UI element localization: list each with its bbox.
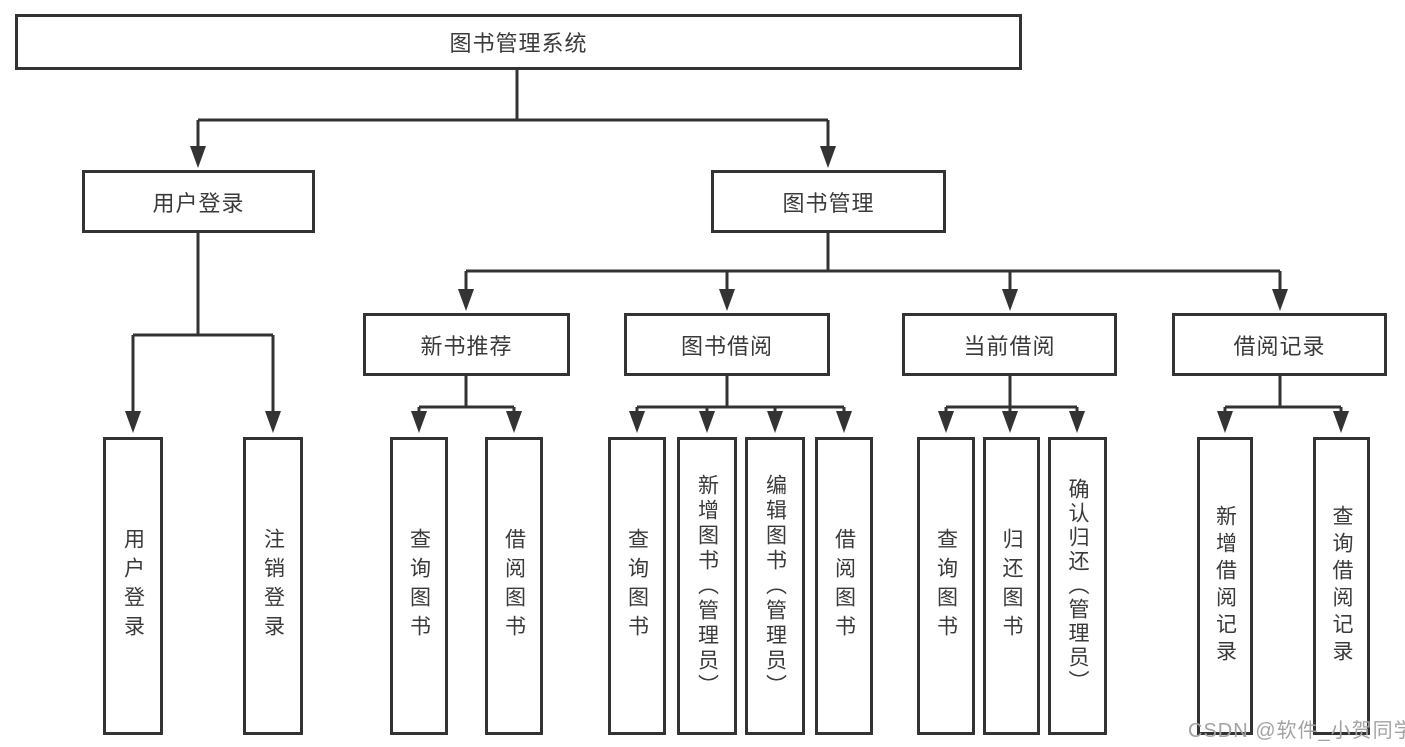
connector-records-to-leaves: [1223, 376, 1343, 414]
node-leaf-add-book-admin: 新增图书（管理员）: [677, 437, 737, 735]
connector-userlogin-to-leaves: [131, 233, 275, 414]
node-book-borrow: 图书借阅: [624, 313, 830, 376]
arrowheads: [125, 146, 1349, 433]
node-user-login: 用户登录: [82, 170, 315, 233]
node-leaf-edit-book-admin: 编辑图书（管理员）: [745, 437, 805, 735]
node-leaf-user-login: 用户登录: [103, 437, 163, 735]
node-leaf-query-book-borrow: 查询图书: [608, 437, 666, 735]
node-leaf-query-book-current: 查询图书: [917, 437, 975, 735]
watermark: CSDN @软件_小贺同学: [1188, 720, 1405, 742]
node-system-root: 图书管理系统: [15, 14, 1022, 70]
node-leaf-query-borrow-record: 查询借阅记录: [1313, 437, 1370, 735]
connector-newbook-to-leaves: [417, 376, 516, 414]
connector-bookmgmt-to-level3: [464, 233, 1282, 293]
node-leaf-logout: 注销登录: [243, 437, 303, 735]
node-leaf-borrow-book: 借阅图书: [815, 437, 873, 735]
node-leaf-query-book-recommend: 查询图书: [390, 437, 448, 735]
node-leaf-confirm-return-admin: 确认归还（管理员）: [1048, 437, 1107, 735]
node-new-book-recommend: 新书推荐: [363, 313, 570, 376]
connector-root-to-level2: [196, 70, 830, 150]
node-borrow-records: 借阅记录: [1172, 313, 1387, 376]
node-current-borrow: 当前借阅: [902, 313, 1117, 376]
node-leaf-add-borrow-record: 新增借阅记录: [1197, 437, 1253, 735]
node-leaf-return-book: 归还图书: [983, 437, 1040, 735]
connector-currentborrow-to-leaves: [944, 376, 1079, 414]
connector-bookborrow-to-leaves: [635, 376, 846, 414]
node-leaf-borrow-book-recommend: 借阅图书: [485, 437, 543, 735]
node-book-management: 图书管理: [711, 170, 946, 233]
